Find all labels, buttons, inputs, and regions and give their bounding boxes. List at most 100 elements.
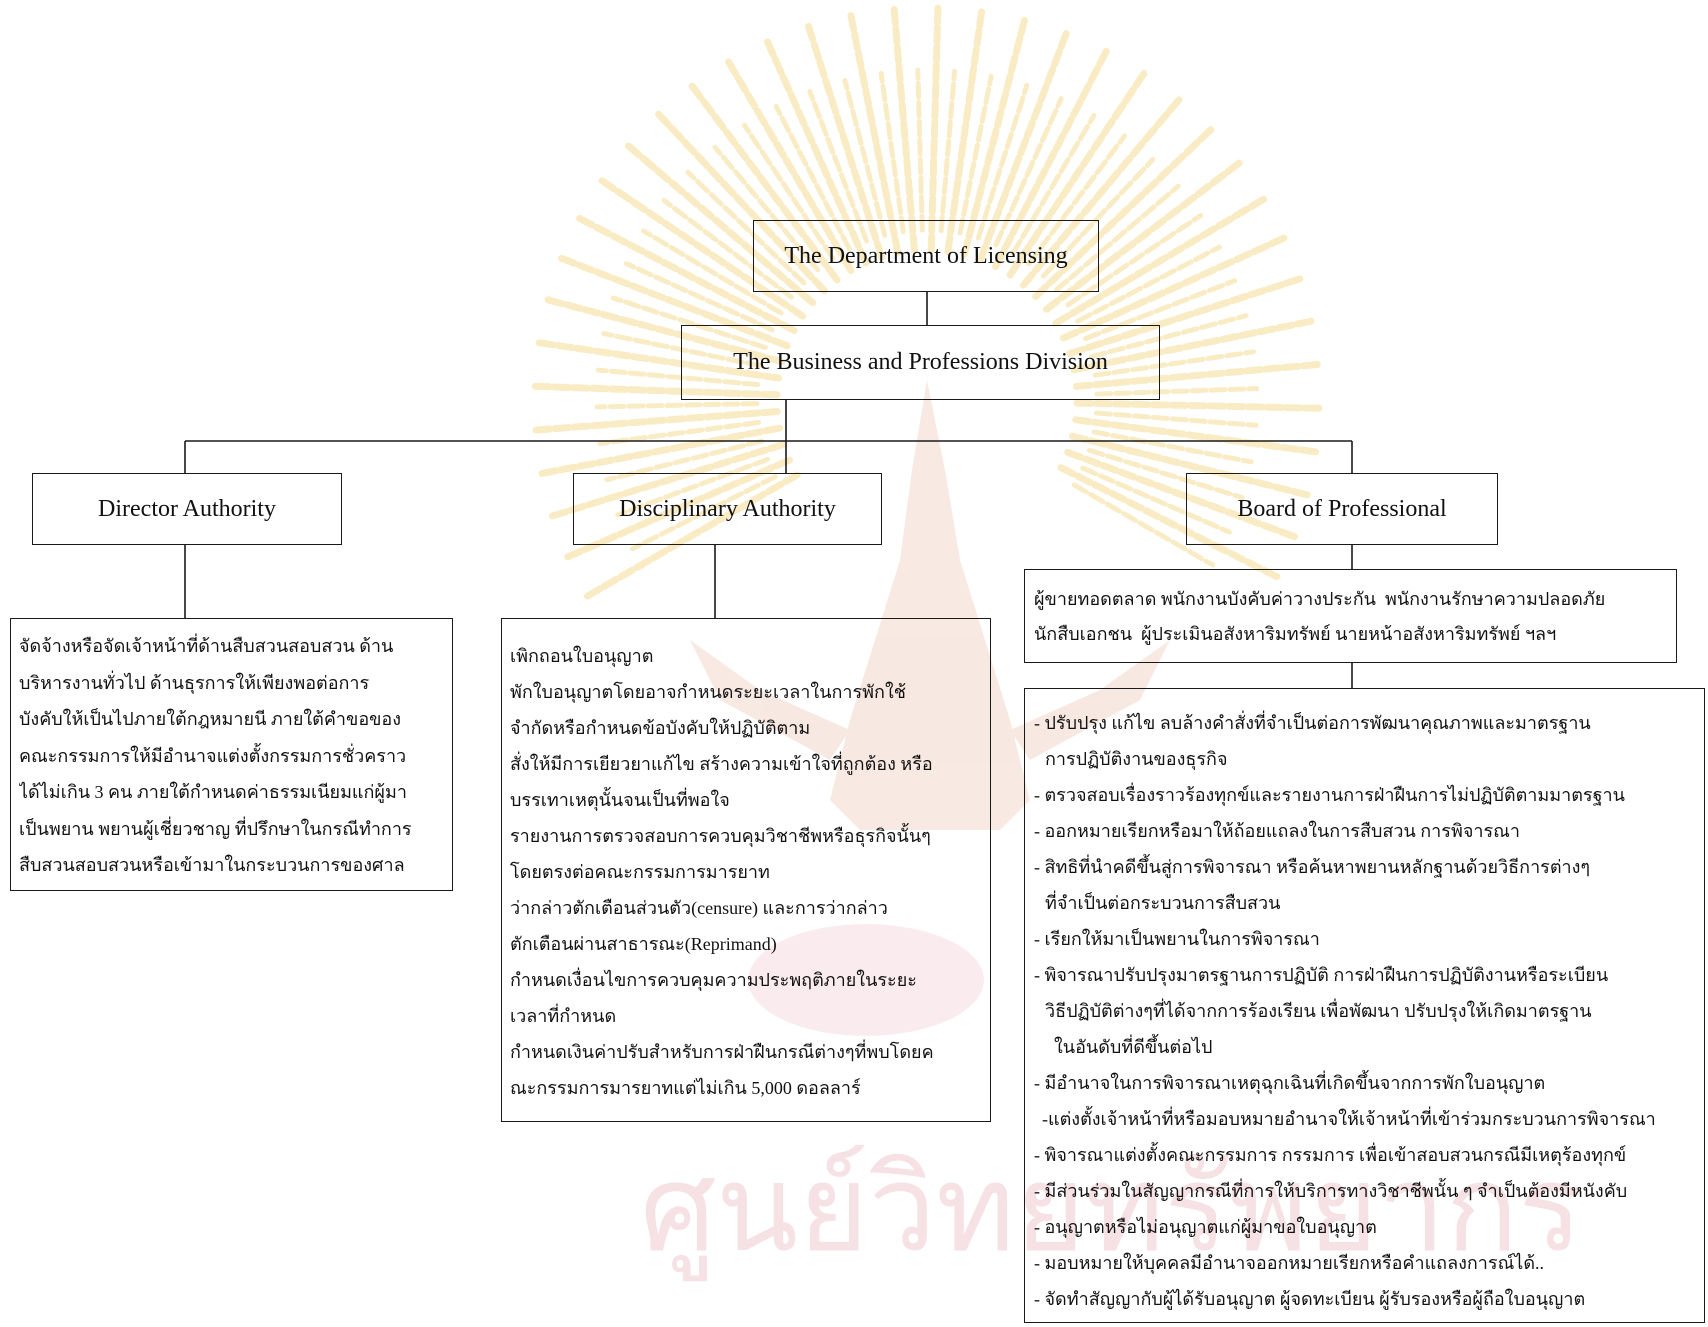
seal-ray	[773, 104, 852, 252]
director-authority-details: จัดจ้างหรือจัดเจ้าหน้าที่ด้านสืบสวนสอบสว…	[10, 618, 453, 891]
board-power-line: - เรียกให้มาเป็นพยานในการพิจารณา	[1034, 929, 1320, 949]
seal-ray	[992, 45, 1112, 271]
seal-ray	[1026, 133, 1128, 267]
seal-ray	[1080, 465, 1232, 535]
watermark-text: ศูนย์วิทยทรัพยากร	[640, 1140, 1583, 1279]
seal-ray	[529, 408, 781, 434]
seal-ray	[641, 228, 784, 316]
seal-ray	[1086, 447, 1245, 501]
seal-ray	[1083, 278, 1238, 341]
seal-ray	[890, 2, 918, 254]
seal-ray	[712, 144, 821, 273]
seal-ray	[1010, 112, 1097, 256]
board-power-line: - จัดทำสัญญากับผู้ได้รับอนุญาต ผู้จดทะเบ…	[1034, 1289, 1586, 1309]
board-power-line: - พิจารณาแต่งตั้งคณะกรรมการ กรรมการ เพื่…	[1034, 1145, 1627, 1165]
seal-base	[748, 924, 984, 1036]
disciplinary-detail-line: พักใบอนุญาตโดยอาจกำหนดระยะเวลาในการพักใช…	[510, 682, 906, 702]
board-power-line: - ตรวจสอบเรื่องราวร้องทุกข์และรายงานการฝ…	[1034, 785, 1625, 805]
board-power-line: วิธีปฏิบัติต่างๆที่ได้จากการร้องเรียน เพ…	[1045, 1001, 1592, 1021]
board-power-line: - พิจารณาปรับปรุงมาตรฐานการปฏิบัติ การฝ่…	[1034, 965, 1609, 985]
board-power-line: - มีอำนาจในการพิจารณาเหตุฉุกเฉินที่เกิดข…	[1034, 1073, 1546, 1093]
seal-ray	[596, 175, 807, 320]
disciplinary-authority-details: เพิกถอนใบอนุญาต พักใบอนุญาตโดยอาจกำหนดระ…	[501, 618, 991, 1122]
seal-ray	[1094, 410, 1259, 428]
seal-ray	[573, 213, 798, 334]
board-powers-list: - ปรับปรุง แก้ไข ลบล้างคำสั่งที่จำเป็นต่…	[1024, 688, 1705, 1323]
seal-ray	[842, 77, 888, 238]
division-node: The Business and Professions Division	[681, 325, 1160, 400]
division-node-title: The Business and Professions Division	[733, 349, 1108, 375]
disciplinary-detail-line: ณะกรรมการมารยาทแต่ไม่เกิน 5,000 ดอลลาร์	[510, 1078, 861, 1098]
seal-ray	[610, 295, 768, 350]
board-of-professional-node: Board of Professional	[1186, 473, 1498, 545]
seal-spire	[830, 380, 1030, 830]
seal-ray	[535, 424, 784, 478]
seal-ray	[1071, 482, 1216, 568]
seal-ray	[629, 474, 778, 552]
seal-ray	[1072, 416, 1322, 456]
seal-ray	[1069, 432, 1314, 500]
disciplinary-detail-line: กำหนดเงินค่าปรับสำหรับการฝ่าฝืนกรณีต่างๆ…	[510, 1042, 934, 1062]
director-authority-title: Director Authority	[98, 495, 276, 522]
seal-ray	[846, 9, 902, 257]
seal-ray	[975, 82, 1030, 241]
seal-ray	[762, 35, 870, 267]
seal-ray	[1006, 67, 1150, 279]
board-power-line: ในอันดับที่ดีขึ้นต่อไป	[1054, 1037, 1213, 1057]
disciplinary-detail-line: จำกัดหรือกำหนดข้อบังคับให้ปฏิบัติตาม	[510, 718, 811, 738]
seal-ray	[1072, 360, 1324, 390]
seal-ray	[686, 80, 841, 284]
seal-ray	[1060, 233, 1291, 342]
root-node: The Department of Licensing	[753, 220, 1099, 292]
seal-ray	[1070, 317, 1318, 374]
seal-ray	[622, 140, 817, 307]
director-detail-line: สืบสวนสอบสวนหรือเข้ามาในกระบวนการของศาล	[19, 855, 405, 875]
seal-ray	[541, 295, 786, 366]
seal-ray	[1092, 349, 1256, 378]
seal-ray	[804, 20, 886, 261]
director-detail-line: บริหารงานทั่วไป ด้านธุรการให้เพียงพอต่อก…	[19, 672, 370, 693]
board-members-line: นักสืบเอกชน ผู้ประเมินอสังหาริมทรัพย์ นา…	[1034, 624, 1557, 644]
disciplinary-detail-line: บรรเทาเหตุนั้นจนเป็นที่พอใจ	[510, 790, 730, 810]
seal-ray	[1065, 213, 1204, 308]
board-power-line: - มีส่วนร่วมในสัญญากรณีที่การให้บริการทา…	[1034, 1181, 1628, 1201]
director-authority-node: Director Authority	[32, 473, 342, 545]
seal-ray	[561, 456, 793, 562]
director-detail-line: เป็นพยาน พยานผู้เชี่ยวชาญ ที่ปรึกษาในกรณ…	[19, 818, 412, 839]
seal-right-wing	[1010, 640, 1170, 760]
seal-ray	[1032, 124, 1217, 301]
seal-ray	[944, 5, 986, 255]
disciplinary-detail-line: โดยตรงต่อคณะกรรมการมารยาท	[510, 862, 770, 882]
seal-ray	[878, 70, 906, 235]
seal-ray	[927, 1, 942, 254]
disciplinary-detail-line: กำหนดเงื่อนไขการควบคุมความประพฤติภายในระ…	[510, 970, 917, 990]
seal-ray	[1064, 448, 1301, 542]
root-node-title: The Department of Licensing	[784, 242, 1068, 269]
disciplinary-detail-line: เพิกถอนใบอนุญาต	[510, 646, 654, 666]
disciplinary-detail-line: เวลาที่กำหนด	[510, 1006, 617, 1026]
seal-ray	[960, 13, 1029, 259]
director-detail-line: จัดจ้างหรือจัดเจ้าหน้าที่ด้านสืบสวนสอบสว…	[19, 636, 394, 656]
seal-left-wing	[690, 640, 850, 760]
seal-ray	[532, 338, 783, 382]
director-detail-line: บังคับให้เป็นไปภายใต้กฎหมายนี ภายใต้คำขอ…	[19, 709, 402, 729]
board-power-line: - ออกหมายเรียกหรือมาให้ถ้อยแถลงในการสืบส…	[1034, 821, 1520, 841]
seal-ray	[581, 471, 801, 601]
seal-ray	[597, 420, 761, 447]
board-power-line: - อนุญาตหรือไม่อนุญาตแก่ผู้มาขอใบอนุญาต	[1034, 1217, 1377, 1237]
disciplinary-detail-line: ว่ากล่าวตักเตือนส่วนตัว(censure) และการว…	[510, 898, 888, 918]
board-power-line: การปฏิบัติงานของธุรกิจ	[1045, 749, 1228, 769]
seal-ray	[685, 169, 807, 286]
seal-ray	[1066, 274, 1307, 358]
seal-ray	[555, 253, 791, 350]
seal-ray	[615, 456, 771, 518]
seal-ray	[915, 67, 925, 233]
seal-ray	[653, 108, 828, 295]
seal-ray	[1088, 313, 1249, 360]
board-members-list: ผู้ขายทอดตลาด พนักงานบังคับค่าวางประกัน …	[1024, 569, 1677, 663]
seal-ray	[1094, 386, 1260, 397]
seal-ray	[661, 198, 795, 300]
seal-ray	[976, 27, 1071, 264]
